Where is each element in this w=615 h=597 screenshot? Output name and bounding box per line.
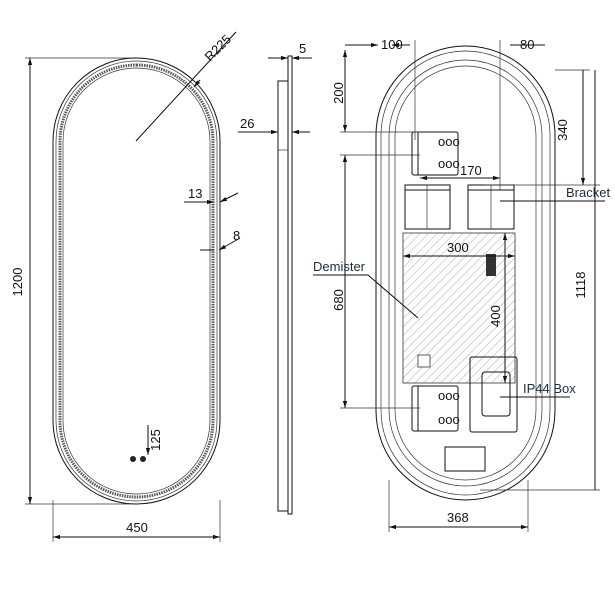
mirror-outline [52,57,221,505]
demister-label: Demister [313,259,366,274]
bracket-label: Bracket [566,185,610,200]
glass-profile [287,55,293,515]
dim-radius: R225 [202,32,235,65]
connector [486,254,496,276]
touch-switch-icon [130,456,136,462]
dim-bracket-span: 170 [460,163,482,178]
dim-top-left: 100 [381,37,403,52]
bracket-top: ooo ooo [411,131,460,176]
dim-switch-offset: 125 [148,429,163,451]
dim-demister-height: 400 [488,305,503,327]
dim-led-band: 13 [188,186,202,201]
front-view: 1200 450 R225 13 8 125 [10,32,241,542]
dim-demister-width: 300 [447,240,469,255]
dim-top-right: 80 [520,37,534,52]
back-outline [375,45,556,501]
frame-profile [277,80,289,512]
touch-switch-icon [140,456,146,462]
side-view: 5 26 [238,41,312,515]
svg-text:ooo: ooo [438,156,460,171]
dim-height: 1200 [10,268,25,297]
dim-overall-width: 368 [447,510,469,525]
svg-text:ooo: ooo [438,134,460,149]
dim-bracket-vertical: 680 [331,289,346,311]
switch-box [444,446,486,472]
bracket-mid-left [404,184,451,230]
dim-bracket-drop: 200 [331,82,346,104]
ip44-box [469,356,518,433]
dim-led-gap: 8 [233,228,240,243]
dim-depth: 26 [240,116,254,131]
ip44-label: IP44 Box [523,381,576,396]
bracket-mid-right [467,184,515,230]
bracket-bottom: ooo ooo [411,385,460,432]
svg-text:ooo: ooo [438,388,460,403]
dim-right-drop: 340 [555,119,570,141]
led-strip [58,63,215,499]
svg-text:ooo: ooo [438,412,460,427]
dim-width: 450 [126,520,148,535]
dim-glass: 5 [299,41,306,56]
dim-overall-height: 1118 [573,272,588,299]
